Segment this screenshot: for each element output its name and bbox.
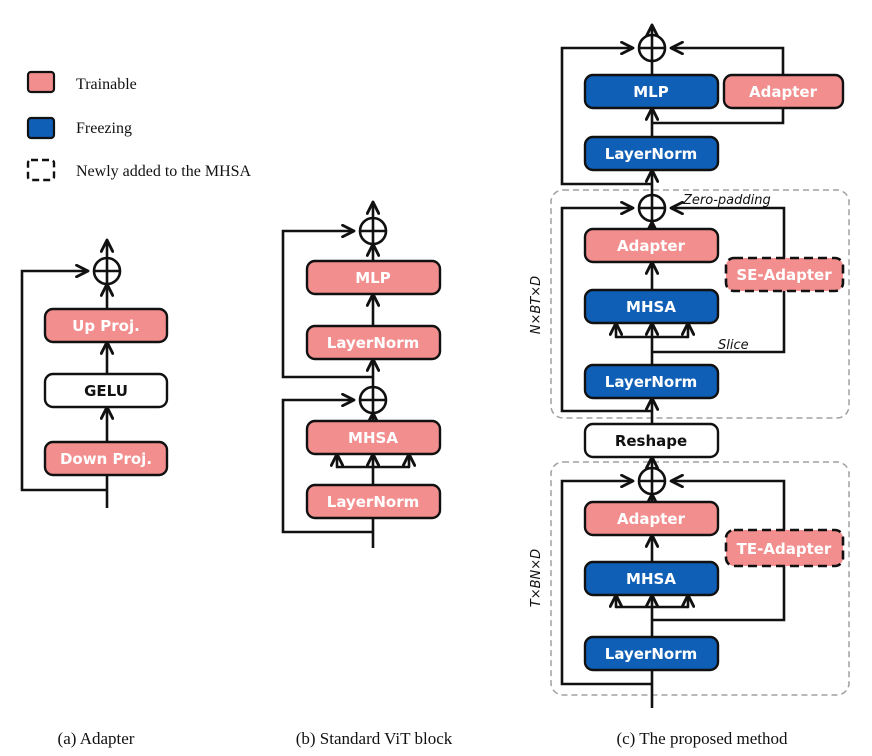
layernorm-top-label: LayerNorm [605, 145, 697, 163]
panel-adapter: Up Proj. GELU Down Proj. (a) Adapter [20, 238, 169, 748]
gelu-box [43, 372, 169, 409]
temporal-adapter-label: Adapter [617, 510, 686, 528]
gelu-label: GELU [84, 382, 128, 400]
spatial-mhsa-label: MHSA [626, 298, 676, 316]
mlp-box [305, 259, 442, 296]
zero-padding-label: Zero-padding [682, 193, 771, 208]
legend-trainable-label: Trainable [76, 76, 137, 93]
legend: Trainable Freezing Newly added to the MH… [26, 70, 252, 182]
se-adapter-box [724, 256, 845, 293]
spatial-dim-label: N×BT×D [529, 276, 544, 334]
se-adapter-label: SE-Adapter [736, 266, 832, 284]
down-proj-box [43, 440, 169, 477]
layernorm-top-box [583, 135, 720, 172]
down-proj-label: Down Proj. [60, 450, 152, 468]
spatial-mhsa-box [583, 288, 720, 325]
mlp-label: MLP [355, 269, 390, 287]
up-proj-box [43, 307, 169, 344]
legend-new-swatch [26, 158, 56, 182]
legend-trainable-swatch [26, 70, 56, 94]
spatial-layernorm-box [583, 363, 720, 400]
reshape-label: Reshape [615, 432, 687, 450]
spatial-layernorm-label: LayerNorm [605, 373, 697, 391]
panel-standard-vit: MLP LayerNorm MHSA LayerNorm (b) Standar… [281, 200, 453, 748]
up-proj-label: Up Proj. [72, 317, 140, 335]
te-adapter-box [724, 528, 845, 568]
legend-freezing-swatch [26, 116, 56, 140]
slice-label: Slice [718, 338, 749, 353]
caption-a: (a) Adapter [58, 729, 135, 748]
mhsa-box [305, 419, 442, 456]
temporal-adapter-box [583, 500, 720, 537]
spatial-group [550, 189, 850, 419]
layernorm-1-label: LayerNorm [327, 493, 419, 511]
spatial-adapter-box [583, 227, 720, 264]
panel-proposed: MLP Adapter LayerNorm Zero-padding Adapt… [529, 23, 850, 748]
mlp-box-c [583, 73, 720, 110]
caption-b: (b) Standard ViT block [296, 729, 453, 748]
caption-c: (c) The proposed method [616, 729, 788, 748]
spatial-adapter-label: Adapter [617, 237, 686, 255]
mlp-label-c: MLP [633, 83, 668, 101]
layernorm-1-box [305, 483, 442, 520]
mhsa-label: MHSA [348, 429, 398, 447]
adapter-top-box [722, 73, 845, 110]
temporal-layernorm-label: LayerNorm [605, 645, 697, 663]
te-adapter-label: TE-Adapter [737, 540, 832, 558]
reshape-box [583, 422, 720, 459]
temporal-dim-label: T×BN×D [529, 549, 544, 607]
temporal-mhsa-label: MHSA [626, 570, 676, 588]
legend-new-label: Newly added to the MHSA [76, 163, 252, 180]
adapter-top-label: Adapter [749, 83, 818, 101]
layernorm-2-box [305, 324, 442, 361]
layernorm-2-label: LayerNorm [327, 334, 419, 352]
temporal-layernorm-box [583, 635, 720, 672]
temporal-mhsa-box [583, 560, 720, 597]
legend-freezing-label: Freezing [76, 120, 132, 137]
